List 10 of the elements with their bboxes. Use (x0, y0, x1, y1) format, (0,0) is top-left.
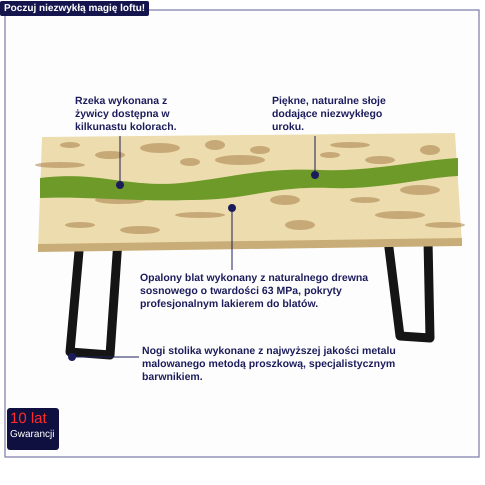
badge-text: 10 lat (10, 410, 48, 428)
warranty-badge (7, 408, 59, 450)
badge-text: Gwarancji (10, 428, 56, 442)
leader-line (314, 136, 316, 172)
leader-line (76, 356, 140, 358)
callout-text: Rzeka wykonana z żywicy dostępna w kilkunastu kolorach. (75, 95, 203, 134)
callout-text: Piękne, naturalne słoje dodające niezwykłego uroku. (272, 95, 400, 134)
callout-text: Nogi stolika wykonane z najwyższej jakości metalu malowanego metodą proszkową, specjalistycznym barwnikiem. (142, 345, 407, 384)
header-tab: Poczuj niezwykłą magię loftu! (0, 1, 150, 16)
callout-text: Opalony blat wykonany z naturalnego drewna sosnowego o twardości 63 MPa, pokryty profesjonalnym lakierem do blatów. (140, 272, 372, 311)
